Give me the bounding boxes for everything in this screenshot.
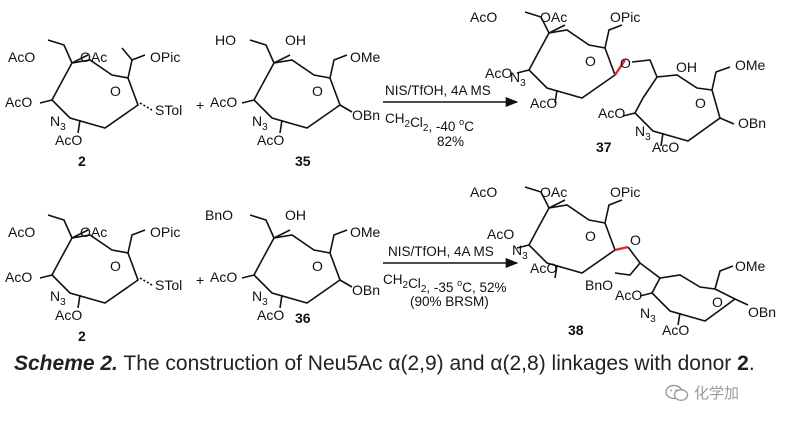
conditions-1-line3: 82%: [437, 134, 464, 149]
product-37-azide: N3: [510, 69, 526, 89]
product-38-obn: OBn: [748, 304, 776, 320]
acceptor-35-aco-left: AcO: [210, 94, 237, 110]
product-38-aco-bottom2: AcO: [662, 322, 689, 338]
product-38-azide: N3: [512, 242, 528, 262]
product-38-number: 38: [568, 322, 584, 338]
acceptor-36-bno: BnO: [205, 207, 233, 223]
donor-2b-aco-bottom: AcO: [55, 307, 82, 323]
svg-text:O: O: [712, 294, 723, 310]
donor-2-oac: OAc: [80, 49, 107, 65]
product-37-link-o: O: [620, 55, 631, 71]
acceptor-36-co2r: OMe: [350, 224, 381, 240]
donor-2b-leaving-group: STol: [155, 277, 182, 293]
acceptor-36-azide: N3: [252, 288, 268, 308]
product-37-aco-bottom: AcO: [530, 95, 557, 111]
watermark: 化学加: [664, 382, 739, 403]
product-38-co2r2: OMe: [735, 258, 766, 274]
acceptor-35-azide: N3: [252, 113, 268, 133]
conditions-1-line1: NIS/TfOH, 4A MS: [385, 83, 491, 98]
acceptor-36-aco-left: AcO: [210, 269, 237, 285]
product-37-co2r: OPic: [610, 9, 640, 25]
donor-2-azide: N3: [50, 113, 66, 133]
donor-2-leaving-group: STol: [155, 102, 182, 118]
acceptor-36-number: 36: [295, 310, 311, 326]
svg-text:O: O: [312, 258, 323, 274]
product-38-bno: BnO: [585, 277, 613, 293]
acceptor-36-structure: BnO OH OMe AcO N3 AcO OBn O 36: [205, 207, 381, 326]
donor-2b-oac: OAc: [80, 224, 107, 240]
caption-end: .: [748, 352, 755, 375]
donor-2-co2r: OPic: [150, 49, 180, 65]
conditions-2-line2: CH2Cl2, -35 oC, 52%: [383, 272, 507, 295]
product-38-oac: OAc: [540, 184, 567, 200]
conditions-2-line3: (90% BRSM): [410, 294, 489, 309]
donor-2-structure: AcO OAc OPic AcO N3 AcO STol O 2: [5, 39, 182, 169]
acceptor-35-ho: HO: [215, 32, 236, 48]
product-37-obn: OBn: [738, 115, 766, 131]
svg-text:O: O: [585, 53, 596, 69]
product-38-co2r: OPic: [610, 184, 640, 200]
acceptor-35-obn: OBn: [352, 107, 380, 123]
scheme-caption: Scheme 2. The construction of Neu5Ac α(2…: [14, 350, 784, 378]
reaction-scheme: AcO OAc OPic AcO N3 AcO STol O 2 + HO OH…: [5, 9, 776, 344]
product-38-aco-bottom: AcO: [530, 260, 557, 276]
product-37-azide2: N3: [635, 123, 651, 143]
product-37-oac: OAc: [540, 9, 567, 25]
watermark-text: 化学加: [694, 385, 740, 402]
acceptor-36-aco-bottom: AcO: [257, 307, 284, 323]
new-glycosidic-bond-2: [614, 245, 629, 252]
acceptor-36-oh: OH: [285, 207, 306, 223]
donor-2-aco-bottom: AcO: [55, 132, 82, 148]
donor-2-aco-left: AcO: [5, 94, 32, 110]
product-38-azide2: N3: [640, 305, 656, 325]
donor-2b-azide: N3: [50, 288, 66, 308]
svg-text:O: O: [312, 83, 323, 99]
product-38-aco-left: AcO: [487, 226, 514, 242]
product-37-aco-bottom2: AcO: [652, 139, 679, 155]
scheme-label: Scheme 2.: [14, 352, 118, 375]
product-37-aco-left2: AcO: [598, 105, 625, 121]
donor-2b-aco-left: AcO: [5, 269, 32, 285]
svg-text:O: O: [585, 228, 596, 244]
donor-2b-structure: AcO OAc OPic AcO N3 AcO STol O 2: [5, 214, 182, 344]
acceptor-35-aco-bottom: AcO: [257, 132, 284, 148]
product-37-structure: AcO OAc OPic AcO N3 AcO O OH OMe AcO N3 …: [470, 9, 766, 155]
conditions-1-line2: CH2Cl2, -40 oC: [385, 111, 474, 134]
svg-text:O: O: [110, 83, 121, 99]
donor-2b-aco-top: AcO: [8, 224, 35, 240]
plus-sign-1: +: [196, 97, 204, 113]
acceptor-36-obn: OBn: [352, 282, 380, 298]
acceptor-35-oh: OH: [285, 32, 306, 48]
plus-sign-2: +: [196, 272, 204, 288]
product-38-aco-top: AcO: [470, 184, 497, 200]
acceptor-35-co2r: OMe: [350, 49, 381, 65]
product-37-co2r2: OMe: [735, 57, 766, 73]
svg-text:O: O: [110, 258, 121, 274]
caption-text: The construction of Neu5Ac α(2,9) and α(…: [123, 352, 732, 375]
product-37-aco-left: AcO: [485, 65, 512, 81]
product-37-aco-top: AcO: [470, 9, 497, 25]
svg-text:O: O: [695, 95, 706, 111]
caption-compound: 2: [737, 352, 749, 375]
acceptor-35-structure: HO OH OMe AcO N3 AcO OBn O 35: [210, 32, 381, 169]
conditions-2-line1: NIS/TfOH, 4A MS: [388, 244, 494, 259]
product-37-number: 37: [596, 139, 612, 155]
product-37-oh: OH: [676, 59, 697, 75]
wechat-logo-icon: [665, 384, 689, 401]
donor-2-aco-top: AcO: [8, 49, 35, 65]
acceptor-35-number: 35: [295, 153, 311, 169]
donor-2-number: 2: [78, 153, 86, 169]
new-glycosidic-bond-1: [614, 59, 626, 76]
donor-2b-number: 2: [78, 328, 86, 344]
product-38-structure: AcO OAc OPic AcO N3 AcO O BnO OMe AcO N3…: [470, 184, 776, 338]
product-38-aco-left2: AcO: [615, 287, 642, 303]
donor-2b-co2r: OPic: [150, 224, 180, 240]
product-38-link-o: O: [630, 232, 641, 248]
